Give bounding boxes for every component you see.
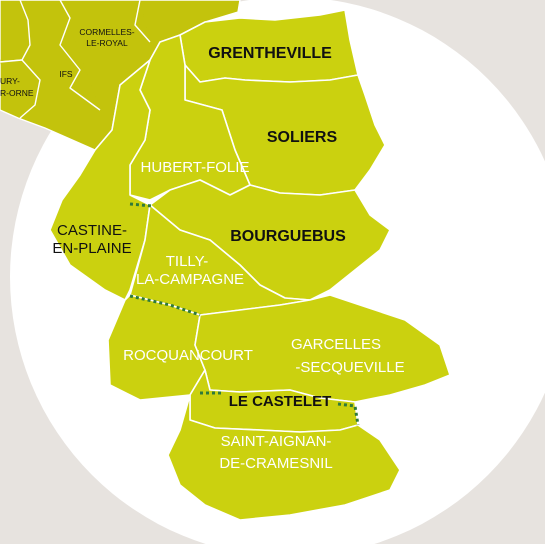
outer-labels: CORMELLES- LE-ROYAL IFS URY- R-ORNE	[0, 27, 135, 98]
label-saint-aignan-line2: DE-CRAMESNIL	[219, 455, 332, 472]
label-cormelles-line2: LE-ROYAL	[86, 38, 128, 48]
communes	[49, 9, 451, 521]
label-tilly-line1: TILLY-	[166, 253, 209, 270]
label-castine-line1: CASTINE-	[57, 222, 127, 239]
label-fleury-line1: URY-	[0, 76, 20, 86]
label-le-castelet: LE CASTELET	[229, 393, 332, 410]
label-garcelles-line2: -SECQUEVILLE	[295, 359, 404, 376]
label-hubert-folie: HUBERT-FOLIE	[141, 159, 250, 176]
commune-labels: GRENTHEVILLE SOLIERS HUBERT-FOLIE CASTIN…	[52, 45, 404, 472]
dashed-limits	[129, 202, 360, 426]
label-rocquancourt: ROCQUANCOURT	[123, 347, 253, 364]
outer-commune-fleury[interactable]	[0, 59, 41, 119]
label-bourguebus: BOURGUEBUS	[230, 228, 346, 245]
label-soliers: SOLIERS	[267, 129, 338, 146]
commune-saint-aignan-de-cramesnil[interactable]	[167, 394, 401, 521]
label-cormelles-line1: CORMELLES-	[79, 27, 134, 37]
label-grentheville: GRENTHEVILLE	[208, 45, 332, 62]
label-castine-line2: EN-PLAINE	[52, 240, 131, 257]
limit-le-castelet	[200, 391, 360, 426]
label-saint-aignan-line1: SAINT-AIGNAN-	[221, 433, 332, 450]
limit-tilly-rocquancourt	[129, 294, 201, 317]
label-ifs: IFS	[59, 69, 73, 79]
label-tilly-line2: LA-CAMPAGNE	[136, 271, 244, 288]
label-fleury-line2: R-ORNE	[0, 88, 34, 98]
label-garcelles-line1: GARCELLES	[291, 336, 381, 353]
limit-hubert-castine	[129, 202, 153, 208]
